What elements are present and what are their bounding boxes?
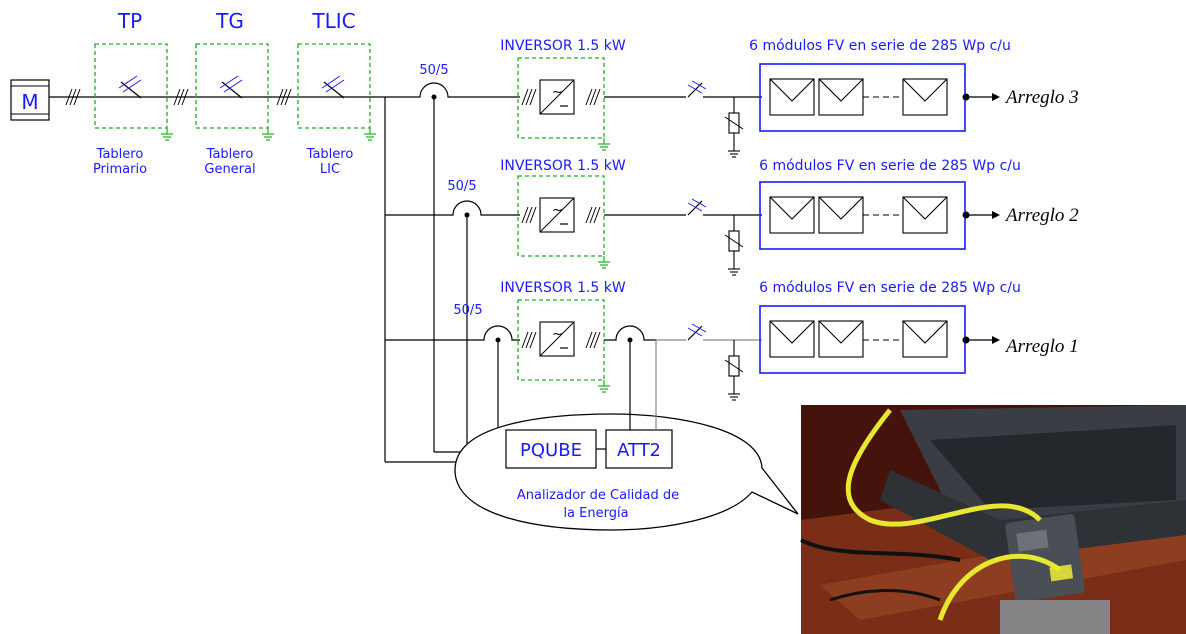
panel-tp-code: TP xyxy=(117,9,142,33)
analyzer-caption-line1: Analizador de Calidad de xyxy=(517,488,679,503)
pqube-label: PQUBE xyxy=(520,440,582,461)
modules-label-row2: 6 módulos FV en serie de 285 Wp c/u xyxy=(759,158,1021,174)
svg-text:~: ~ xyxy=(552,327,563,342)
array-label-row2: Arreglo 2 xyxy=(1004,205,1079,226)
ct-label-row3: 50/5 xyxy=(419,63,448,78)
meter-label: M xyxy=(21,90,38,114)
array-label-row3: Arreglo 3 xyxy=(1004,87,1079,108)
branch-arreglo-2: 50/5 INVERSOR 1.5 kW ~ 6 módulos FV en s… xyxy=(385,158,1079,444)
svg-text:~: ~ xyxy=(552,85,563,100)
svg-text:~: ~ xyxy=(552,203,563,218)
panel-tg-line2: General xyxy=(204,162,255,177)
panel-tg-line1: Tablero xyxy=(206,147,254,162)
branch-arreglo-3: 50/5 INVERSOR 1.5 kW ~ 6 módulos FV en s… xyxy=(385,38,1079,452)
analyzer-callout: PQUBE ATT2 Analizador de Calidad de la E… xyxy=(454,413,799,531)
pqube-box xyxy=(505,429,597,469)
inverter-label-row2: INVERSOR 1.5 kW xyxy=(500,158,626,174)
analyzer-caption-line2: la Energía xyxy=(563,506,628,521)
inverter-label-row3: INVERSOR 1.5 kW xyxy=(500,38,626,54)
panel-tlic-code: TLIC xyxy=(311,9,355,33)
ct-label-row2: 50/5 xyxy=(447,179,476,194)
ct-label-row1: 50/5 xyxy=(453,303,482,318)
att2-box xyxy=(605,429,673,469)
panel-tlic-line2: LIC xyxy=(320,162,340,177)
panel-tg-code: TG xyxy=(215,9,244,33)
panel-tp-line1: Tablero xyxy=(96,147,144,162)
att2-label: ATT2 xyxy=(617,440,661,461)
modules-label-row1: 6 módulos FV en serie de 285 Wp c/u xyxy=(759,280,1021,296)
analyzer-photo xyxy=(800,405,1186,634)
branch-arreglo-1: 50/5 INVERSOR 1.5 kW ~ 6 módulos FV en s… xyxy=(385,280,1079,436)
modules-label-row3: 6 módulos FV en serie de 285 Wp c/u xyxy=(749,38,1011,54)
meter-box: M xyxy=(10,79,50,121)
panel-tp-line2: Primario xyxy=(93,162,147,177)
panel-tp: TP Tablero Primario xyxy=(93,9,174,177)
panel-tg: TG Tablero General xyxy=(195,9,275,177)
inverter-label-row1: INVERSOR 1.5 kW xyxy=(500,280,626,296)
panel-tlic: TLIC Tablero LIC xyxy=(297,9,377,177)
panel-tlic-line1: Tablero xyxy=(306,147,354,162)
array-label-row1: Arreglo 1 xyxy=(1004,336,1079,357)
